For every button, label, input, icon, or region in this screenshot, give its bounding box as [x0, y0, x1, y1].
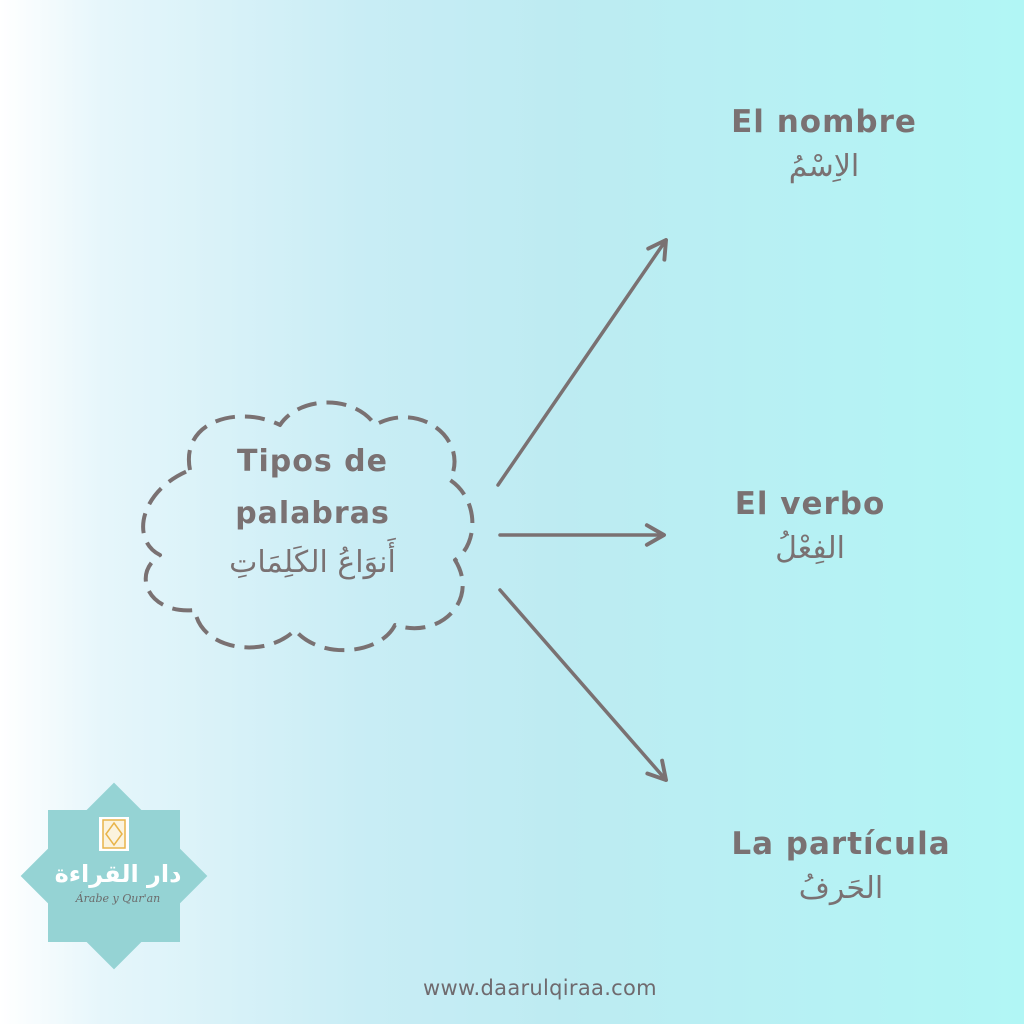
node-nombre-es: El nombre [731, 104, 917, 140]
node-verbo-es: El verbo [734, 486, 886, 522]
center-title-arabic: أَنوَاعُ الكَلِمَاتِ [229, 545, 396, 580]
node-verbo: El verbo الفِعْلُ [700, 482, 920, 572]
logo-text: دار القراءة Árabe y Qur'an [48, 860, 188, 905]
website-link[interactable]: www.daarulqiraa.com [423, 976, 657, 1000]
arrow-to-nombre [496, 238, 668, 487]
cloud-shape [141, 400, 475, 652]
logo-title: دار القراءة [54, 860, 182, 888]
center-title-line2: palabras [235, 496, 390, 531]
book-icon [99, 817, 129, 851]
arrow-to-particula [498, 588, 668, 782]
center-label: Tipos de palabras أَنوَاعُ الكَلِمَاتِ [205, 436, 420, 586]
logo-badge [20, 782, 208, 970]
node-verbo-ar: الفِعْلُ [775, 531, 845, 566]
logo-subtitle: Árabe y Qur'an [75, 892, 161, 905]
node-nombre-ar: الاِسْمُ [788, 149, 860, 184]
node-nombre: El nombre الاِسْمُ [700, 100, 948, 190]
node-particula-ar: الحَرفُ [798, 871, 884, 906]
node-particula: La partícula الحَرفُ [710, 822, 972, 912]
node-particula-es: La partícula [731, 826, 951, 862]
center-title-line1: Tipos de [237, 444, 388, 479]
